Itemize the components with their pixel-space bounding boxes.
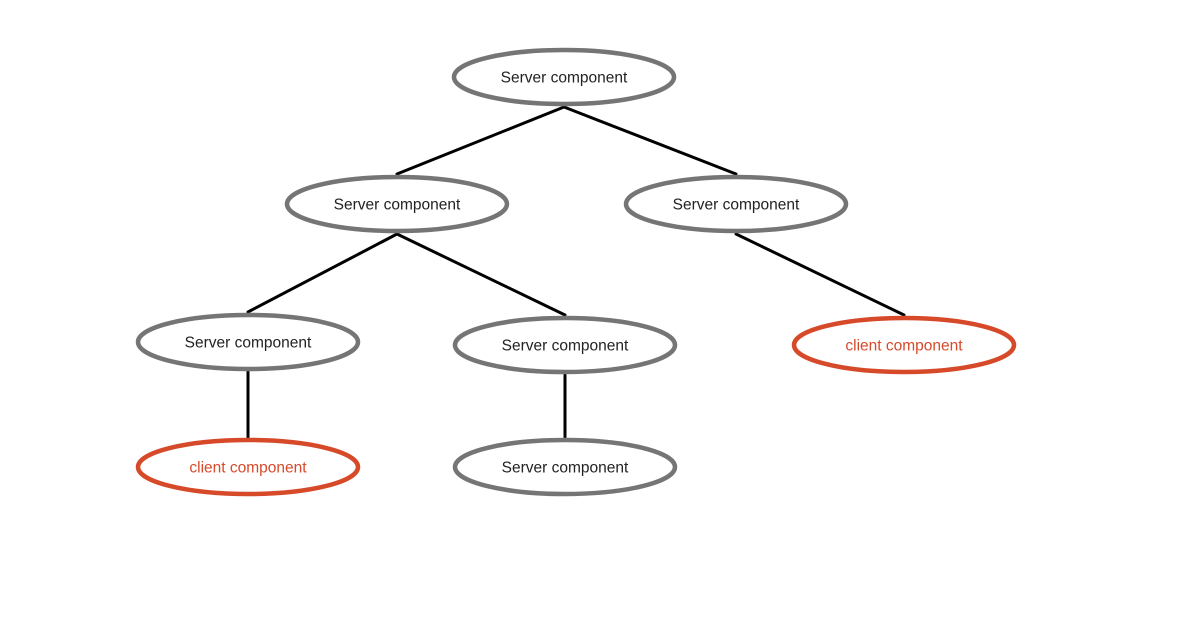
node-ellipse — [452, 315, 678, 375]
node-ellipse — [452, 437, 678, 497]
server-node-s-left: Server component — [284, 174, 510, 234]
node-label: Server component — [502, 338, 629, 355]
node-ellipse — [451, 47, 677, 107]
node-ellipse — [791, 315, 1017, 375]
edge-s-right-to-c-right — [734, 232, 906, 317]
node-label: Server component — [673, 197, 800, 214]
server-node-s-bottom: Server component — [452, 437, 678, 497]
node-ellipse — [623, 174, 849, 234]
server-node-s-right: Server component — [623, 174, 849, 234]
edge-root-to-s-left — [395, 105, 566, 176]
node-label: Server component — [185, 335, 312, 352]
edge-root-to-s-right — [562, 105, 738, 176]
node-label: client component — [189, 460, 307, 477]
edge-s-left-to-s-left-left — [246, 232, 399, 314]
node-label: Server component — [501, 70, 628, 87]
server-node-s-left-right: Server component — [452, 315, 678, 375]
server-node-root: Server component — [451, 47, 677, 107]
node-ellipse — [284, 174, 510, 234]
node-label: Server component — [502, 460, 629, 477]
client-node-c-right: client component — [791, 315, 1017, 375]
node-label: Server component — [334, 197, 461, 214]
server-node-s-left-left: Server component — [135, 312, 361, 372]
edge-s-left-to-s-left-right — [395, 232, 567, 317]
edges-layer — [246, 105, 906, 439]
client-node-c-left: client component — [135, 437, 361, 497]
node-label: client component — [845, 338, 963, 355]
node-ellipse — [135, 312, 361, 372]
node-ellipse — [135, 437, 361, 497]
